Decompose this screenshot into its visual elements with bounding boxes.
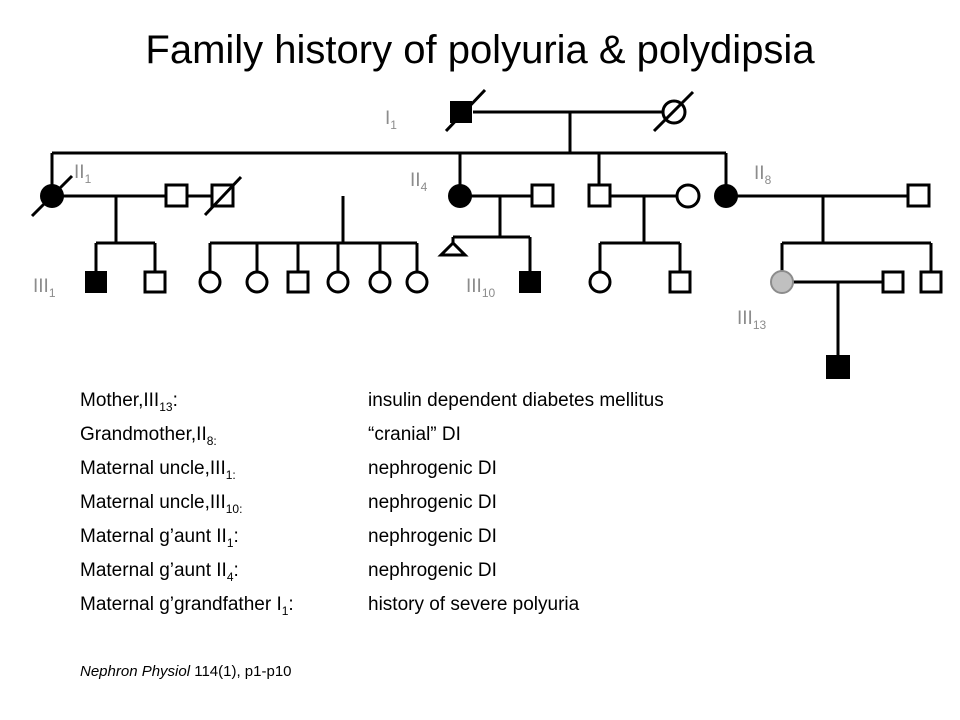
label-ii8: II8 — [754, 163, 772, 187]
deceased-slash-i1 — [444, 88, 487, 133]
pedigree-male-affected-iv1 — [826, 355, 850, 379]
pedigree-female-iii4 — [245, 270, 269, 294]
legend-condition: nephrogenic DI — [368, 526, 497, 547]
pedigree-female-carrier-iii13 — [770, 270, 794, 294]
pedigree-male-affected-iii1 — [85, 271, 107, 293]
legend-row: Maternal g’grandfather I1: history of se… — [80, 594, 940, 628]
legend-condition: nephrogenic DI — [368, 458, 497, 479]
pedigree-male-ii2 — [164, 183, 189, 208]
pedigree-male-iii15 — [919, 270, 943, 294]
legend-condition: history of severe polyuria — [368, 594, 580, 615]
legend-condition: nephrogenic DI — [368, 492, 497, 513]
pedigree-male-affected-i1 — [450, 101, 472, 123]
deceased-slash-ii3 — [203, 175, 243, 217]
deceased-slash-ii1 — [30, 174, 74, 218]
pedigree-chart — [30, 88, 943, 379]
pedigree-male-iii5 — [286, 270, 310, 294]
pedigree-female-iii6 — [326, 270, 350, 294]
pedigree-female-iii7 — [368, 270, 392, 294]
legend-person: Grandmother,II8: — [80, 424, 217, 448]
legend-row: Grandmother,II8: “cranial” DI — [80, 424, 940, 458]
legend-row: Mother,III13: insulin dependent diabetes… — [80, 390, 940, 424]
pedigree-female-affected-ii4 — [448, 184, 472, 208]
label-ii1: II1 — [74, 162, 92, 186]
label-iii13: III13 — [737, 308, 767, 332]
legend-person: Maternal g’grandfather I1: — [80, 594, 294, 618]
pedigree-female-ii7 — [675, 183, 701, 209]
label-i1: I1 — [385, 108, 397, 132]
citation-details: 114(1), p1-p10 — [190, 663, 292, 680]
label-iii1: III1 — [33, 276, 56, 300]
legend-condition: nephrogenic DI — [368, 560, 497, 581]
pedigree-lines — [50, 110, 933, 355]
pedigree-male-ii5 — [530, 183, 555, 208]
legend-person: Maternal g’aunt II1: — [80, 526, 239, 550]
pedigree-male-affected-iii10 — [519, 271, 541, 293]
citation-journal: Nephron Physiol — [80, 663, 191, 680]
pedigree-male-iii12 — [668, 270, 692, 294]
label-ii4: II4 — [410, 170, 428, 194]
legend-row: Maternal g’aunt II1: nephrogenic DI — [80, 526, 940, 560]
pedigree-male-ii6 — [587, 183, 612, 208]
legend-row: Maternal uncle,III10: nephrogenic DI — [80, 492, 940, 526]
label-iii10: III10 — [466, 276, 496, 300]
legend-person: Maternal g’aunt II4: — [80, 560, 239, 584]
deceased-slash-i2 — [652, 90, 695, 133]
pedigree-male-ii9 — [906, 183, 931, 208]
legend-row: Maternal uncle,III1: nephrogenic DI — [80, 458, 940, 492]
pedigree-female-iii3 — [198, 270, 222, 294]
legend-condition: insulin dependent diabetes mellitus — [368, 390, 664, 411]
pedigree-male-iii14 — [881, 270, 905, 294]
pedigree-miscarriage-triangle — [437, 240, 469, 257]
legend-person: Mother,III13: — [80, 390, 178, 414]
pedigree-female-iii8 — [405, 270, 429, 294]
citation: Nephron Physiol 114(1), p1-p10 — [80, 663, 292, 680]
pedigree-female-affected-ii8 — [714, 184, 738, 208]
legend-person: Maternal uncle,III1: — [80, 458, 236, 482]
legend-condition: “cranial” DI — [368, 424, 461, 445]
legend-row: Maternal g’aunt II4: nephrogenic DI — [80, 560, 940, 594]
pedigree-female-iii11 — [588, 270, 612, 294]
slide-title: Family history of polyuria & polydipsia — [145, 28, 815, 72]
pedigree-male-iii2 — [143, 270, 167, 294]
legend-person: Maternal uncle,III10: — [80, 492, 243, 516]
